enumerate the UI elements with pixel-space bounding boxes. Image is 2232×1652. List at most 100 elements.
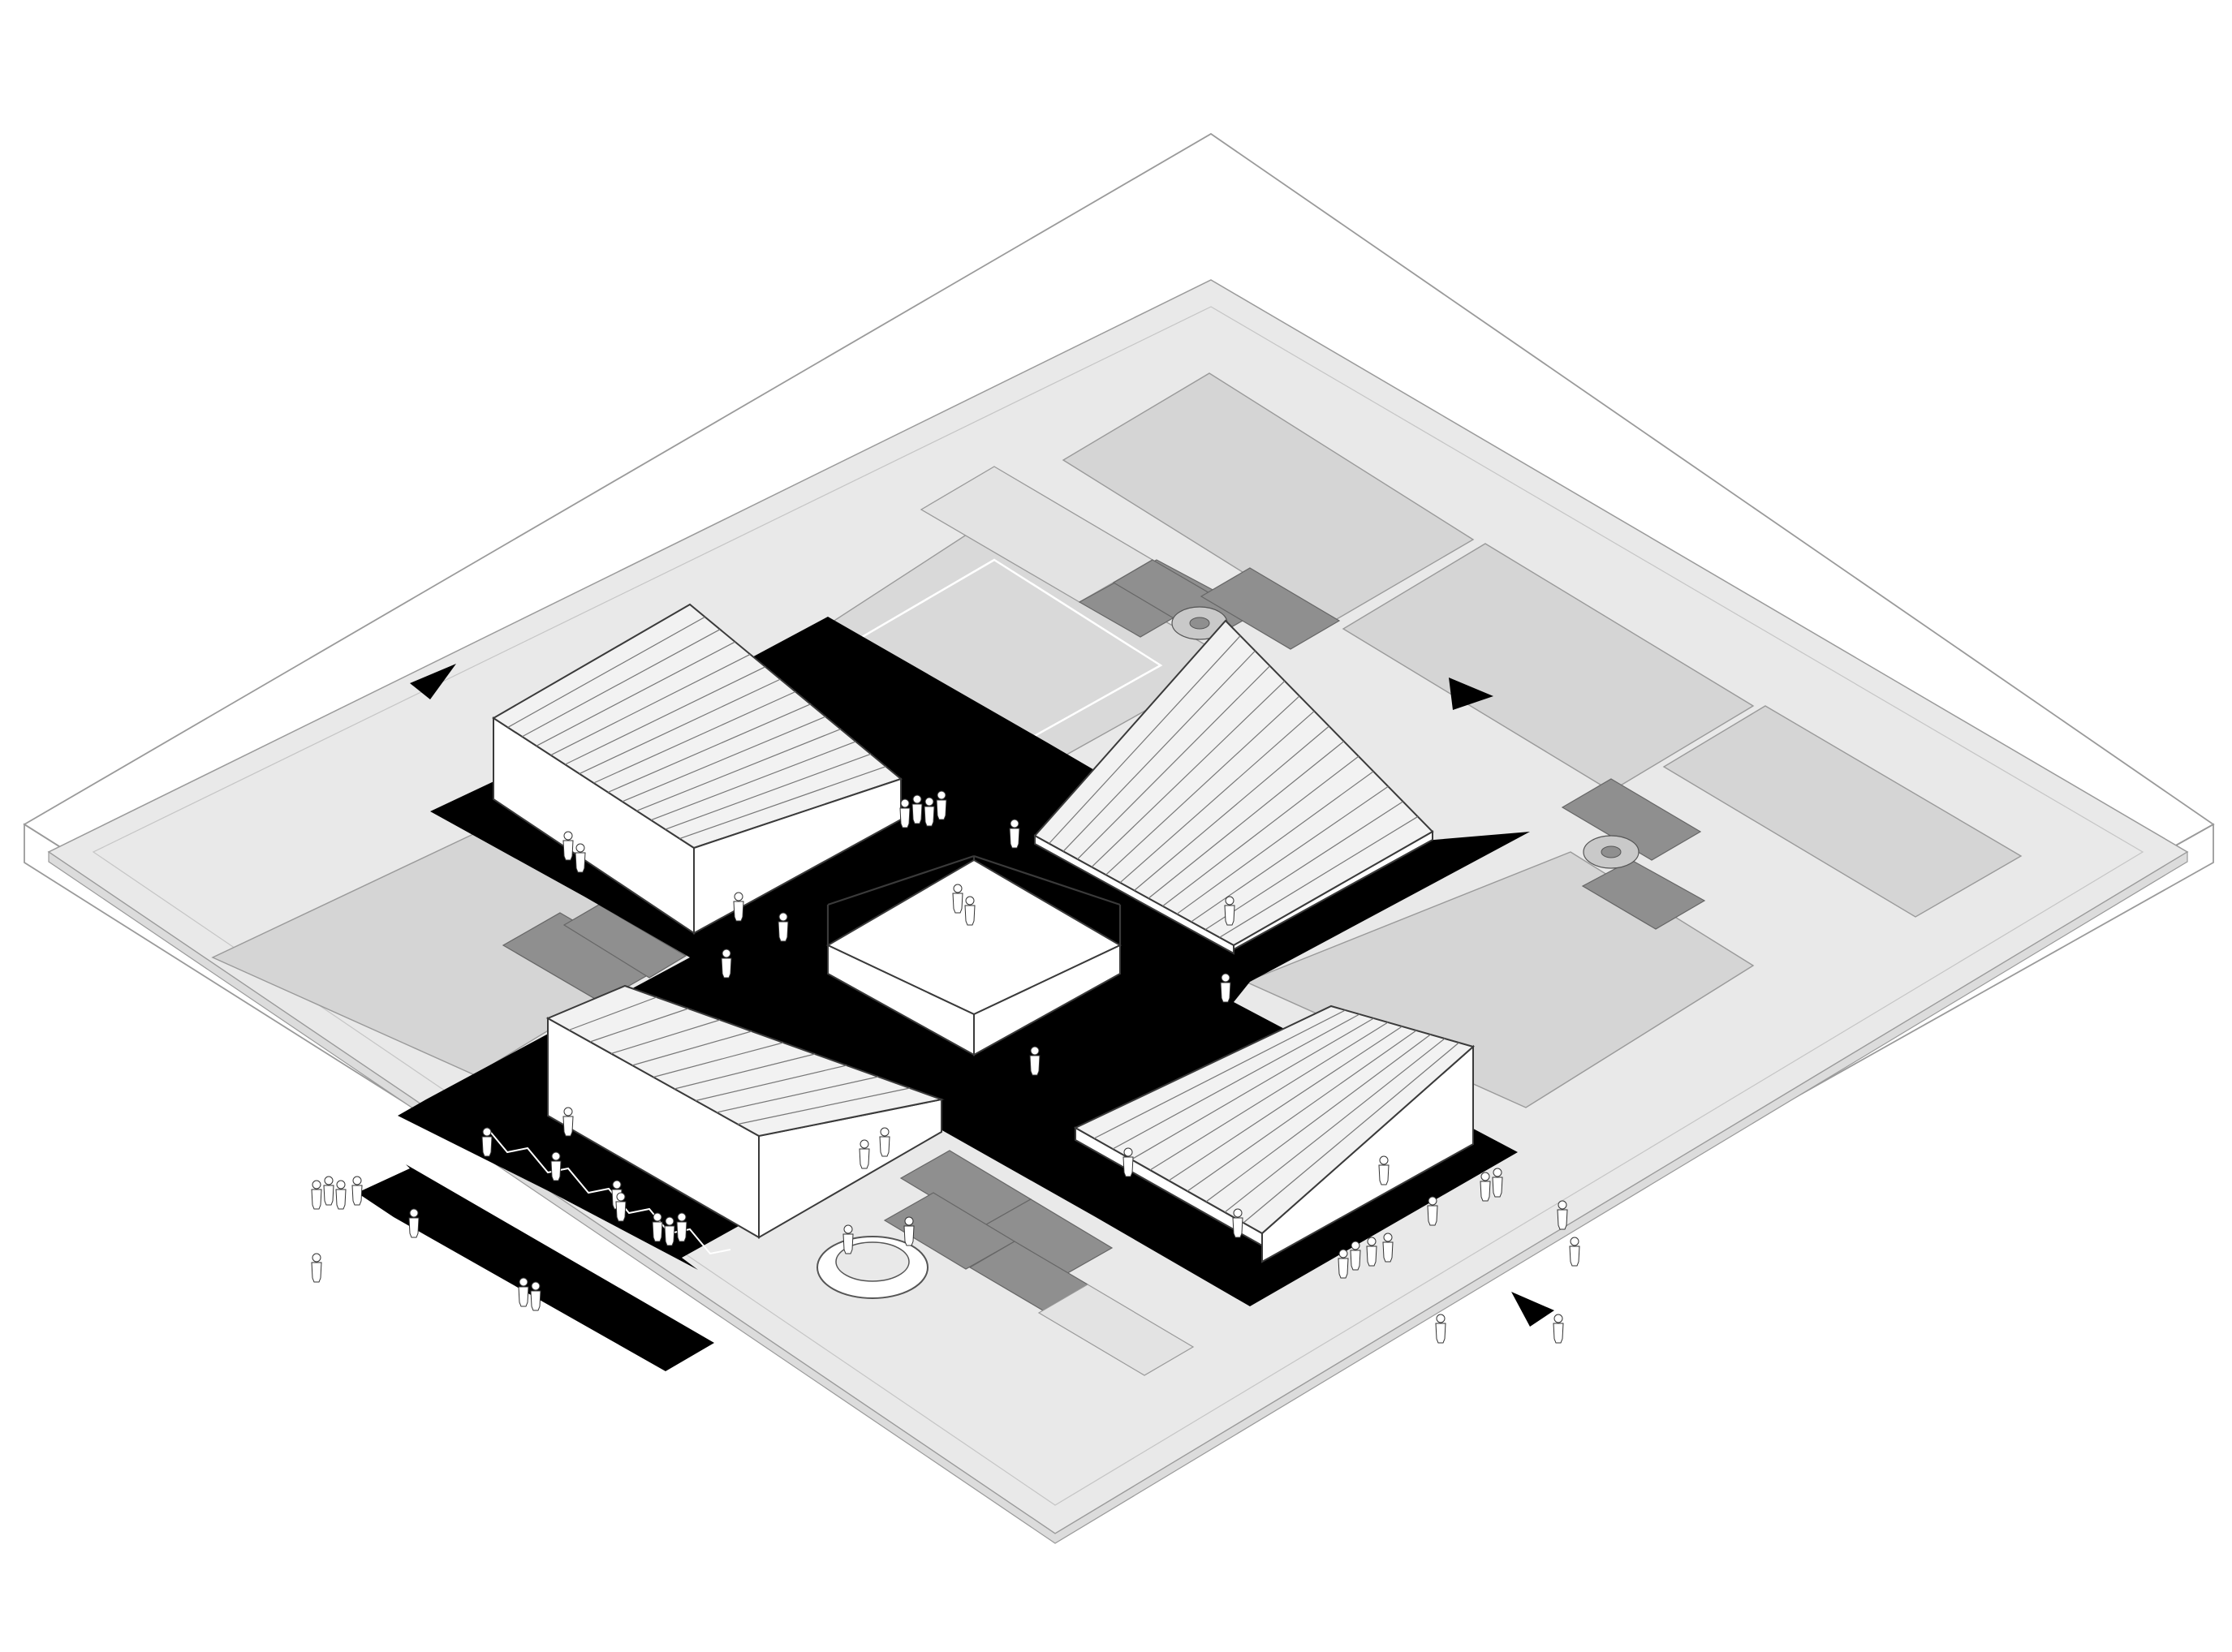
seating-row	[679, 766, 886, 840]
person-silhouette-icon	[733, 892, 744, 922]
east-service-rooms	[1561, 778, 1706, 930]
person-silhouette-icon	[575, 843, 586, 873]
person-silhouette-icon	[1029, 1046, 1041, 1076]
person-silhouette-icon	[652, 1212, 663, 1242]
person-silhouette-icon	[530, 1281, 541, 1311]
seating-row	[631, 1030, 752, 1066]
person-silhouette-icon	[778, 912, 789, 942]
seating-row	[1162, 755, 1359, 907]
person-silhouette-icon	[899, 798, 911, 828]
person-silhouette-icon	[879, 1127, 890, 1157]
person-silhouette-icon	[1122, 1147, 1134, 1177]
seating-row	[1093, 1009, 1346, 1139]
person-silhouette-icon	[1350, 1241, 1361, 1271]
seating-row	[1224, 1038, 1446, 1213]
grandstand-northwest	[492, 603, 903, 935]
person-silhouette-icon	[615, 1192, 627, 1222]
person-silhouette-icon	[1378, 1155, 1390, 1185]
black-triangle-arrow-icon	[1449, 678, 1493, 710]
person-silhouette-icon	[1569, 1237, 1580, 1267]
person-silhouette-icon	[1427, 1196, 1438, 1226]
person-silhouette-icon	[323, 1176, 334, 1206]
seating-row	[653, 1042, 784, 1078]
person-silhouette-icon	[481, 1127, 493, 1157]
grandstand-northeast	[1033, 619, 1434, 955]
seating-row	[1205, 1034, 1431, 1202]
person-silhouette-icon	[1220, 973, 1231, 1003]
person-silhouette-icon	[562, 1107, 574, 1137]
person-silhouette-icon	[518, 1277, 529, 1307]
person-silhouette-icon	[1009, 819, 1020, 849]
seating-row	[636, 729, 841, 811]
seating-row	[674, 1053, 816, 1090]
central-ring-platform	[825, 854, 1122, 1056]
grandstand-southwest	[545, 984, 945, 1239]
seating-row	[622, 716, 826, 802]
person-silhouette-icon	[924, 797, 935, 827]
seating-row	[1148, 741, 1345, 899]
person-silhouette-icon	[903, 1216, 915, 1246]
person-silhouette-icon	[859, 1139, 870, 1169]
seating-row	[589, 1008, 689, 1043]
person-silhouette-icon	[1224, 896, 1235, 926]
person-silhouette-icon	[1232, 1208, 1243, 1238]
seating-row	[1176, 771, 1374, 914]
person-silhouette-icon	[721, 949, 732, 979]
person-silhouette-icon	[311, 1253, 322, 1283]
person-silhouette-icon	[936, 790, 947, 820]
seating-row	[507, 616, 705, 728]
seating-row	[1062, 650, 1256, 852]
person-silhouette-icon	[1382, 1233, 1394, 1263]
grandstand-southeast	[1073, 1005, 1476, 1263]
person-silhouette-icon	[964, 896, 976, 926]
seating-row	[568, 996, 657, 1031]
north-service-rooms	[920, 466, 1341, 650]
seating-row	[521, 629, 721, 738]
seating-row	[716, 1076, 879, 1113]
person-silhouette-icon	[664, 1216, 675, 1246]
seating-row	[737, 1087, 911, 1125]
seating-row	[1134, 725, 1329, 891]
east-court-right	[1662, 705, 2023, 918]
black-triangle-arrow-icon	[410, 664, 456, 699]
person-silhouette-icon	[351, 1176, 363, 1206]
seating-row	[1168, 1026, 1403, 1181]
seating-row	[1204, 801, 1403, 931]
person-silhouette-icon	[1557, 1200, 1568, 1230]
person-silhouette-icon	[562, 831, 574, 861]
seating-row	[1191, 785, 1389, 923]
east-court-lower	[1244, 851, 1755, 1108]
spiral-stair-icon	[1583, 835, 1640, 869]
seating-row	[695, 1065, 847, 1102]
person-silhouette-icon	[1553, 1314, 1564, 1344]
person-silhouette-icon	[408, 1208, 420, 1238]
seating-row	[1119, 710, 1315, 884]
seating-row	[579, 678, 781, 775]
seating-row	[564, 666, 766, 765]
seating-row	[650, 741, 856, 821]
seating-row	[1112, 1013, 1360, 1150]
seating-row	[1091, 680, 1286, 868]
person-silhouette-icon	[952, 884, 963, 914]
seating-row	[1149, 1022, 1389, 1171]
seating-row	[1077, 665, 1271, 860]
person-silhouette-icon	[335, 1180, 347, 1210]
person-silhouette-icon	[1338, 1249, 1349, 1279]
person-silhouette-icon	[311, 1180, 322, 1210]
person-silhouette-icon	[1480, 1172, 1491, 1202]
seating-row	[1049, 635, 1241, 845]
south-service-rooms	[883, 1150, 1195, 1376]
queue-barrier	[486, 1127, 731, 1255]
person-silhouette-icon	[550, 1151, 562, 1181]
person-silhouette-icon	[676, 1212, 687, 1242]
seating-row	[1219, 815, 1419, 938]
person-silhouette-icon	[1366, 1237, 1377, 1267]
seating-row	[607, 703, 811, 793]
seating-row	[1131, 1017, 1374, 1160]
seating-row	[593, 690, 796, 784]
seating-row	[550, 653, 751, 756]
person-silhouette-icon	[911, 794, 923, 824]
people-layer	[311, 790, 1580, 1344]
black-triangle-arrow-icon	[1511, 1292, 1554, 1327]
seating-row	[1243, 1042, 1459, 1224]
